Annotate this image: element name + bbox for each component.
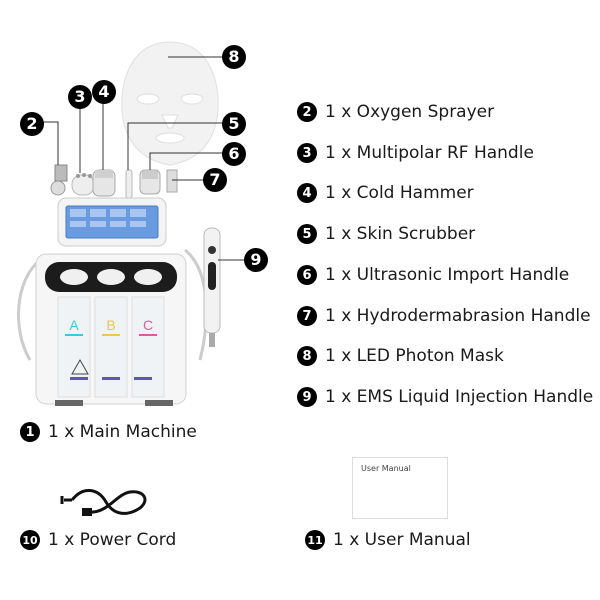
item-number: 3 — [297, 143, 317, 163]
callout-4: 4 — [92, 80, 116, 104]
power-cord-icon — [60, 489, 147, 516]
manual-cover-text: User Manual — [361, 464, 411, 473]
list-item-cold-hammer: 4 1 x Cold Hammer — [297, 183, 474, 203]
item-label: 1 x Skin Scrubber — [325, 224, 476, 244]
item-label: 1 x LED Photon Mask — [325, 346, 504, 366]
list-item-main-machine: 1 1 x Main Machine — [20, 422, 197, 442]
item-number: 11 — [305, 530, 325, 550]
svg-text:A: A — [69, 317, 79, 333]
list-item-led-photon-mask: 8 1 x LED Photon Mask — [297, 346, 504, 366]
item-number: 7 — [297, 306, 317, 326]
svg-text:B: B — [106, 317, 115, 333]
item-number: 5 — [297, 224, 317, 244]
item-label: 1 x User Manual — [333, 530, 471, 550]
list-item-ultrasonic-import-handle: 6 1 x Ultrasonic Import Handle — [297, 265, 569, 285]
item-label: 1 x Main Machine — [48, 422, 197, 442]
list-item-hydrodermabrasion-handle: 7 1 x Hydrodermabrasion Handle — [297, 306, 591, 326]
list-item-ems-liquid-injection-handle: 9 1 x EMS Liquid Injection Handle — [297, 387, 593, 407]
item-number: 10 — [20, 530, 40, 550]
item-label: 1 x Multipolar RF Handle — [325, 143, 534, 163]
item-number: 9 — [297, 387, 317, 407]
item-label: 1 x Ultrasonic Import Handle — [325, 265, 570, 285]
callout-6: 6 — [222, 142, 246, 166]
list-item-multipolar-rf-handle: 3 1 x Multipolar RF Handle — [297, 143, 534, 163]
item-number: 2 — [297, 102, 317, 122]
led-mask-icon — [121, 41, 219, 166]
item-label: 1 x Hydrodermabrasion Handle — [325, 306, 591, 326]
machine-illustration: A B C — [17, 41, 245, 406]
item-number: 1 — [20, 422, 40, 442]
item-label: 1 x Oxygen Sprayer — [325, 102, 495, 122]
callout-3: 3 — [68, 85, 92, 109]
list-item-skin-scrubber: 5 1 x Skin Scrubber — [297, 224, 475, 244]
callout-9: 9 — [244, 248, 268, 272]
user-manual-icon: User Manual — [352, 457, 448, 519]
svg-text:C: C — [143, 317, 153, 333]
list-item-oxygen-sprayer: 2 1 x Oxygen Sprayer — [297, 102, 494, 122]
callout-8: 8 — [222, 45, 246, 69]
item-label: 1 x Cold Hammer — [325, 183, 474, 203]
item-label: 1 x EMS Liquid Injection Handle — [325, 387, 594, 407]
list-item-power-cord: 10 1 x Power Cord — [20, 530, 176, 550]
list-item-user-manual: 11 1 x User Manual — [305, 530, 471, 550]
item-number: 4 — [297, 183, 317, 203]
callout-5: 5 — [222, 112, 246, 136]
item-number: 8 — [297, 346, 317, 366]
item-number: 6 — [297, 265, 317, 285]
callout-2: 2 — [20, 112, 44, 136]
callout-7: 7 — [203, 168, 227, 192]
item-label: 1 x Power Cord — [48, 530, 177, 550]
